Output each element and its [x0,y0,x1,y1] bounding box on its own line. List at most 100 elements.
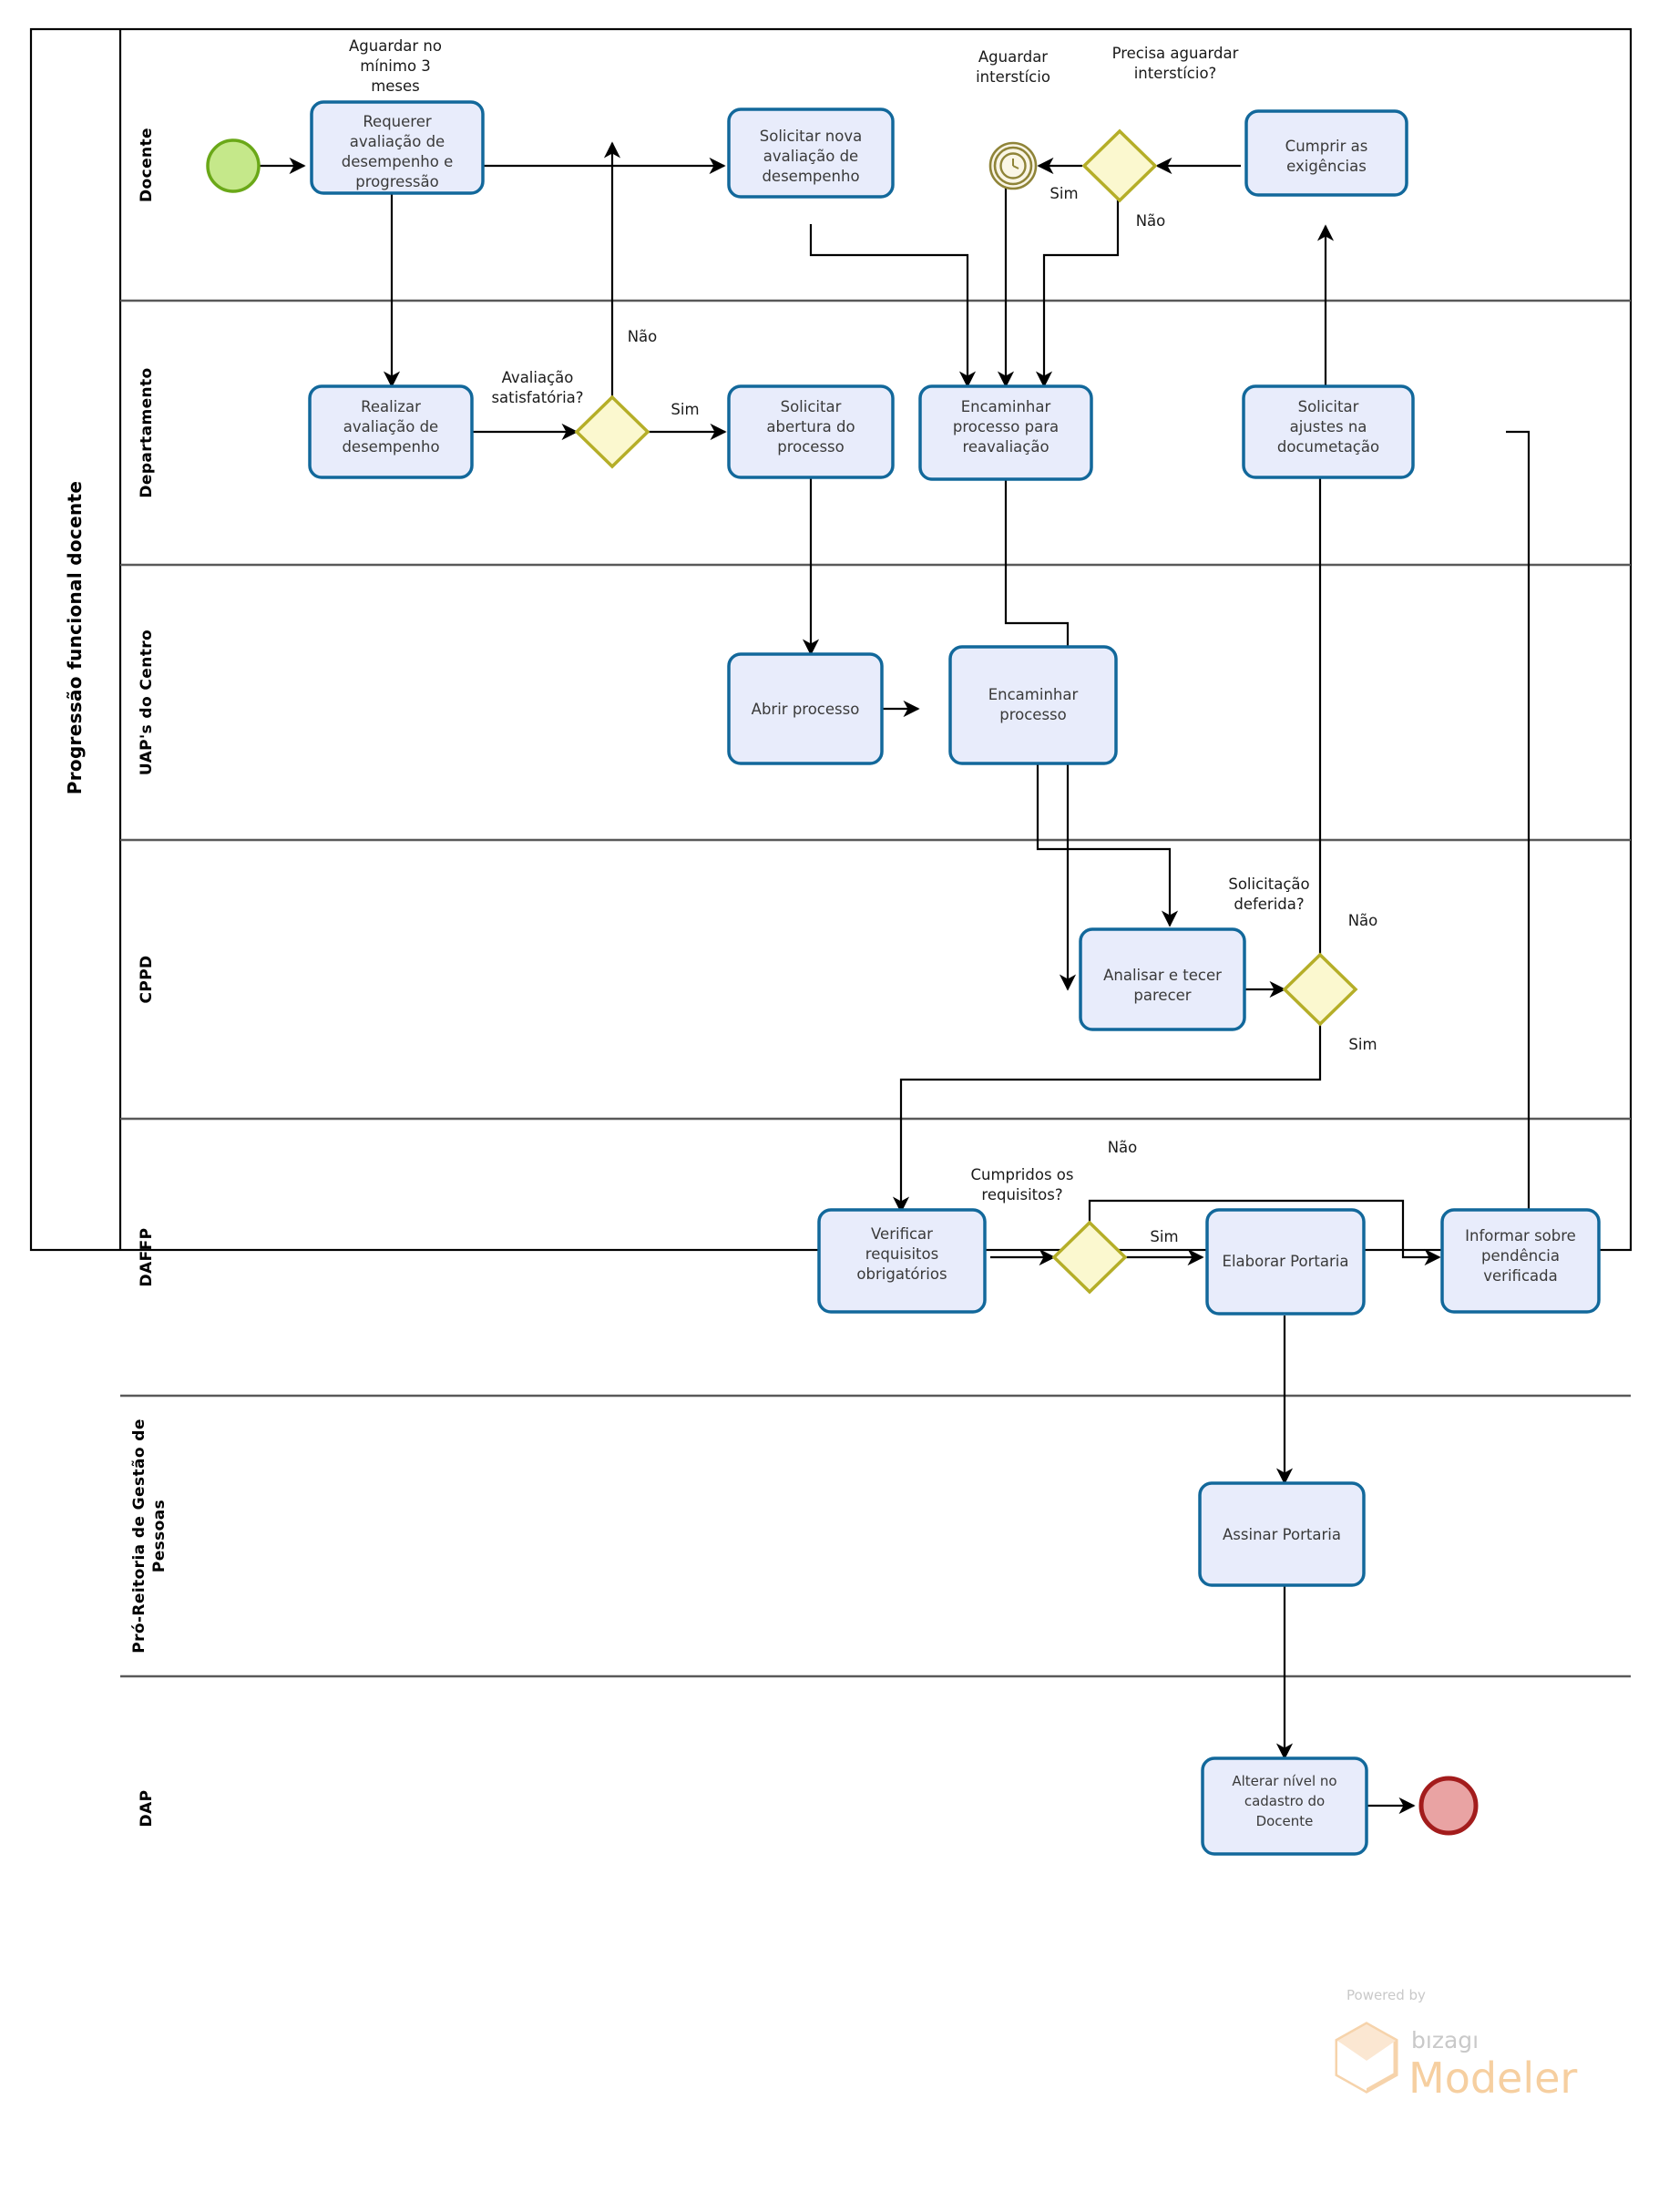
task-solicitar-ajustes[interactable]: Solicitar ajustes na documetação [1242,384,1415,479]
task-line-1: Assinar Portaria [1223,1526,1341,1543]
lane-label-text-line2: Pessoas [150,1500,169,1572]
task-line-2: pendência [1481,1247,1560,1265]
gw-label-line2: deferida? [1234,896,1304,913]
task-line-1: Verificar [871,1225,933,1243]
task-line-2: parecer [1133,987,1191,1004]
task-line-2: avaliação de [350,133,445,150]
lane-label-text: DAP [138,1790,156,1828]
lane-label-departamento: Departamento [138,367,156,497]
lane-dividers [120,299,1631,1678]
pool-title-text: Progressão funcional docente [64,481,86,794]
task-line-1: Informar sobre [1465,1227,1576,1244]
task-line-3: processo [777,438,845,456]
lane-label-daffp: DAFFP [138,1228,156,1287]
task-abrir-processo[interactable]: Abrir processo [727,652,884,765]
task-line-3: verificada [1483,1267,1557,1285]
task-line-2: cadastro do [1244,1793,1325,1809]
gw-label-line2: requisitos? [981,1186,1062,1203]
task-line-3: desempenho [342,438,439,456]
task-requerer-avaliacao[interactable]: Requerer avaliação de desempenho e progr… [310,100,485,195]
flow-condition-labels: Não Sim Sim Não Não Sim Não Sim [628,185,1378,1245]
gateway-solicitacao-deferida[interactable] [1282,952,1358,1027]
gw-label-line1: Solicitação [1228,876,1309,893]
task-line-2: requisitos [865,1245,938,1263]
flow-gw-solicitacao-sim [892,1021,1322,1214]
flow-gw-requisitos-nao [1088,1199,1441,1266]
label-sim-intersticio: Sim [1050,185,1078,202]
gw-label-line2: interstício? [1134,65,1217,82]
label-nao-avaliacao: Não [628,328,658,345]
task-solicitar-nova-avaliacao[interactable]: Solicitar nova avaliação de desempenho [727,108,895,199]
timer-event-aguardar-intersticio[interactable] [988,141,1038,190]
flow-solicitar-nova-encaminhar [809,224,977,388]
flow-gw-interesticio-nao [1035,198,1120,388]
task-line-3: reavaliação [962,438,1049,456]
task-line-1: Encaminhar [961,398,1051,415]
label-sim-avaliacao: Sim [671,401,699,418]
gateway-precisa-aguardar-intersticio[interactable] [1081,128,1158,203]
flow-informar-ajustes-seg [1506,430,1531,1212]
task-alterar-nivel[interactable]: Alterar nível no cadastro do Docente [1201,1756,1368,1856]
task-informar-pendencia[interactable]: Informar sobre pendência verificada [1440,1208,1601,1314]
task-encaminhar-reavaliacao[interactable]: Encaminhar processo para reavaliação [918,384,1093,481]
task-encaminhar-processo[interactable]: Encaminhar processo [948,645,1118,765]
flow-encaminhar-reav-analisar [1004,479,1077,991]
lane-label-text: CPPD [138,955,156,1003]
task-elaborar-portaria[interactable]: Elaborar Portaria [1205,1208,1366,1316]
task-line-2: avaliação de [763,148,858,165]
pool-frame [29,27,1633,1252]
task-line-1: Abrir processo [752,701,860,718]
flow-encaminhar-analisar [1036,709,1179,927]
lane-label-cppd: CPPD [138,955,156,1003]
lane-label-docente: Docente [138,128,156,202]
task-line-2: processo [999,706,1067,723]
gw-label-line1: Cumpridos os [971,1166,1074,1183]
timer-event-aguardar-intersticio-label: Aguardar interstício [976,48,1050,86]
gateway-precisa-aguardar-intersticio-label: Precisa aguardar interstício? [1112,45,1239,82]
task-line-2: abertura do [766,418,855,435]
gateway-avaliacao-satisfatoria[interactable] [574,394,650,469]
end-event[interactable] [1418,1776,1479,1836]
lane-label-text: DAFFP [138,1228,156,1287]
gw-label-line1: Avaliação [502,369,574,386]
timer1-label-line2: mínimo 3 [360,57,431,75]
task-line-1: Requerer [363,113,432,130]
gateway-avaliacao-satisfatoria-label: Avaliação satisfatória? [491,369,583,406]
lane-label-uaps: UAP's do Centro [138,630,156,775]
timer2-label-line2: interstício [976,68,1050,86]
powered-by-label: Powered by [1346,1987,1426,2003]
lane-label-text-line1: Pró-Reitoria de Gestão de [130,1418,148,1654]
lane-label-text: UAP's do Centro [138,630,156,775]
label-nao-solicitacao: Não [1348,912,1378,929]
task-assinar-portaria[interactable]: Assinar Portaria [1198,1481,1366,1587]
lane-label-progep: Pró-Reitoria de Gestão de Pessoas [130,1418,169,1654]
gateway-cumpridos-requisitos[interactable] [1051,1220,1128,1295]
gw-label-line2: satisfatória? [491,389,583,406]
task-line-3: documetação [1277,438,1379,456]
pool-title: Progressão funcional docente [64,481,86,794]
bizagi-hexagon-icon [1335,2022,1398,2094]
task-line-1: Solicitar [1298,398,1359,415]
bizagi-wordmark: bızagı [1411,2027,1479,2053]
task-line-1: Elaborar Portaria [1223,1253,1349,1270]
task-line-2: processo para [953,418,1059,435]
task-solicitar-abertura[interactable]: Solicitar abertura do processo [727,384,895,479]
task-realizar-avaliacao[interactable]: Realizar avaliação de desempenho [308,384,474,479]
task-line-1: Encaminhar [988,686,1079,703]
task-line-2: ajustes na [1290,418,1367,435]
start-event[interactable] [206,138,261,193]
bizagi-branding: Powered by bızagı Modeler [1335,1987,1577,2103]
task-verificar-requisitos[interactable]: Verificar requisitos obrigatórios [817,1208,987,1314]
task-analisar-tecer-parecer[interactable]: Analisar e tecer parecer [1079,927,1246,1031]
task-cumprir-exigencias[interactable]: Cumprir as exigências [1244,109,1408,197]
modeler-wordmark: Modeler [1408,2053,1577,2103]
sequence-flows [259,141,1531,1815]
task-line-1: Solicitar [781,398,842,415]
timer-event-aguardar-3-meses-label: Aguardar no mínimo 3 meses [349,37,442,95]
label-nao-intersticio: Não [1136,212,1166,230]
task-line-3: obrigatórios [856,1265,947,1283]
task-line-1: Analisar e tecer [1103,967,1222,984]
task-line-1: Alterar nível no [1232,1773,1336,1789]
